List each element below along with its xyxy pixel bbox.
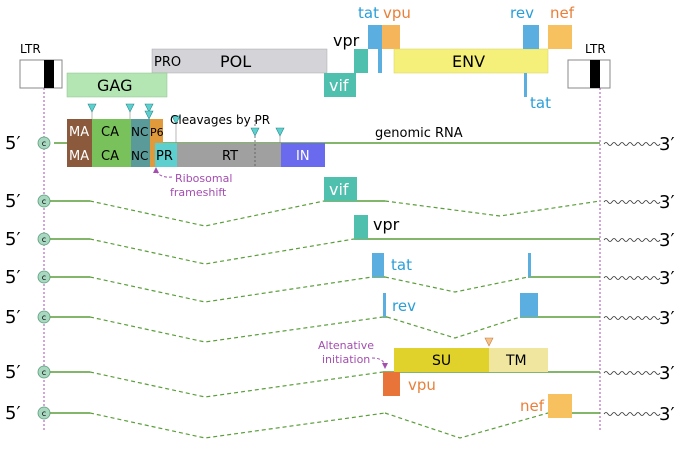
three-prime-label: 3′ <box>659 363 675 384</box>
cap-label: c <box>42 139 46 148</box>
cleavage-triangle <box>144 103 154 113</box>
three-prime-label: 3′ <box>659 268 675 289</box>
five-prime-label: 5′ <box>5 229 21 250</box>
mrna-vpr: vpr <box>50 215 600 265</box>
tm-label: TM <box>505 353 527 369</box>
ma-bottom-label: MA <box>69 149 89 164</box>
cleavage-markers <box>87 103 285 137</box>
alt-init-label-2: initiation <box>322 353 370 366</box>
ltr-left-label: LTR <box>20 42 41 56</box>
cap-label: c <box>42 409 46 418</box>
ltr-right-label: LTR <box>585 42 606 56</box>
pr-label: PR <box>156 149 173 164</box>
vpr-label: vpr <box>333 31 360 50</box>
frameshift-arrow <box>153 167 173 178</box>
mrna-vpu-env: SU TM vpu <box>50 337 600 398</box>
frameshift-label-1: Ribosomal <box>175 172 232 185</box>
mrna-vif: vif <box>50 177 601 227</box>
vpr-mrna-label: vpr <box>373 215 400 234</box>
gene-vif: vif <box>324 73 356 97</box>
mrna-rev: rev <box>50 293 600 343</box>
five-prime-label: 5′ <box>5 267 21 288</box>
gene-rev-top: rev <box>510 4 539 49</box>
nef-top-label: nef <box>550 4 575 22</box>
ca-bottom-label: CA <box>101 149 119 164</box>
in-label: IN <box>296 149 310 164</box>
env-cleavage-triangle <box>484 337 494 347</box>
three-prime-label: 3′ <box>659 308 675 329</box>
cleavage-triangle <box>275 127 285 137</box>
cap-label: c <box>42 368 46 377</box>
cleavage-triangle <box>171 115 181 125</box>
ma-top-label: MA <box>69 125 89 140</box>
gene-vpr: vpr <box>333 31 368 73</box>
gene-nef-top: nef <box>548 4 575 49</box>
five-prime-label: 5′ <box>5 362 21 383</box>
ca-top-label: CA <box>101 125 119 140</box>
vif-label: vif <box>329 76 349 95</box>
ltr-left: LTR <box>19 42 63 89</box>
vpu-top-label: vpu <box>383 4 411 22</box>
mrna-tat: tat <box>50 253 600 303</box>
rt-label: RT <box>222 149 238 164</box>
ltr-right: LTR <box>567 42 611 89</box>
env-label: ENV <box>452 52 485 71</box>
pol-label: POL <box>220 52 251 71</box>
three-prime-label: 3′ <box>659 230 675 251</box>
five-prime-label: 5′ <box>5 403 21 424</box>
nc-bottom-label: NC <box>131 149 148 163</box>
tat-top-label: tat <box>358 4 379 22</box>
gene-gag: GAG <box>66 72 168 98</box>
cleavage-triangle <box>250 127 260 137</box>
cap-label: c <box>42 235 46 244</box>
gene-pol: PRO POL <box>151 48 328 74</box>
vpu-mrna-label: vpu <box>408 376 436 394</box>
nef-mrna-label: nef <box>520 397 545 415</box>
gag-domains-top: MA CA NC P6 <box>67 119 164 143</box>
gene-env: ENV <box>393 48 549 74</box>
cap-label: c <box>42 273 46 282</box>
gene-vpu-top: vpu <box>382 4 411 49</box>
cap-label: c <box>42 313 46 322</box>
alt-init-label-1: Altenative <box>318 339 374 352</box>
five-prime-label: 5′ <box>5 133 21 154</box>
three-prime-label: 3′ <box>659 404 675 425</box>
cleavage-triangle <box>144 110 154 120</box>
five-prime-label: 5′ <box>5 191 21 212</box>
three-prime-label: 3′ <box>659 134 675 155</box>
gene-tat-second-exon: tat <box>524 73 551 112</box>
five-prime-labels: 5′ 5′ 5′ 5′ 5′ 5′ 5′ <box>5 133 21 424</box>
tat-second-label: tat <box>530 94 551 112</box>
su-label: SU <box>432 353 451 369</box>
cleavages-label: Cleavages by PR <box>170 113 270 127</box>
rev-top-label: rev <box>510 4 534 22</box>
three-prime-labels: 3′ 3′ 3′ 3′ 3′ 3′ 3′ <box>659 134 675 425</box>
frameshift-label-2: frameshift <box>170 186 227 199</box>
nc-top-label: NC <box>131 125 148 139</box>
five-prime-label: 5′ <box>5 307 21 328</box>
gag-label: GAG <box>97 76 132 95</box>
genomic-rna-label: genomic RNA <box>375 126 463 141</box>
cleavage-triangle <box>125 103 135 113</box>
mrna-nef: nef <box>50 394 600 439</box>
cap-markers <box>37 136 51 420</box>
gene-tat-top: tat <box>358 4 382 73</box>
p6-label: P6 <box>150 126 164 139</box>
vif-mrna-label: vif <box>329 180 349 199</box>
alt-init-arrow <box>371 357 388 369</box>
rev-mrna-label: rev <box>392 297 416 315</box>
cap-label: c <box>42 197 46 206</box>
three-prime-label: 3′ <box>659 192 675 213</box>
gag-pol-domains-bottom: MA CA NC PR RT IN <box>67 120 325 167</box>
poly-a-tails <box>603 142 661 416</box>
cleavage-triangle <box>87 103 97 113</box>
pro-label: PRO <box>154 55 181 70</box>
tat-mrna-label: tat <box>391 256 412 274</box>
